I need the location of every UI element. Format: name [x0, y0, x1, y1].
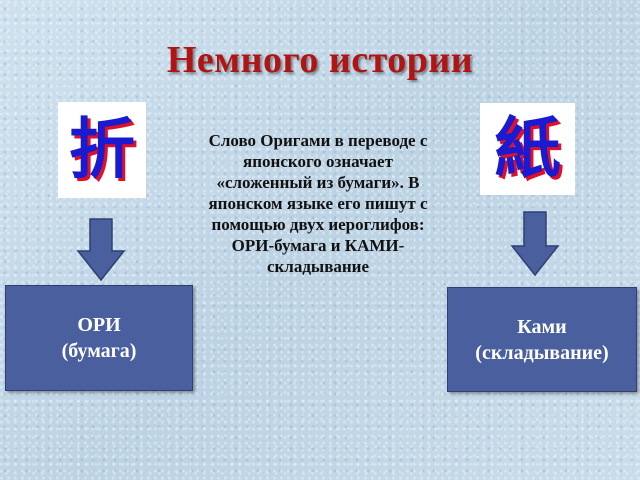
kami-meaning: (складывание)	[475, 341, 609, 364]
origami-description: Слово Оригами в переводе с японского озн…	[208, 131, 428, 276]
ori-box: ОРИ (бумага)	[5, 285, 193, 391]
kanji-kami: 紙	[494, 110, 561, 187]
ori-label: ОРИ	[77, 314, 121, 336]
down-arrow-icon	[76, 218, 126, 282]
kami-box: Ками (складывание)	[447, 287, 637, 392]
kanji-ori-image: 折	[58, 102, 146, 198]
ori-meaning: (бумага)	[61, 340, 137, 362]
slide-title: Немного истории	[166, 39, 474, 81]
kami-label: Ками	[517, 315, 567, 338]
kanji-ori: 折	[69, 111, 135, 188]
down-arrow-icon	[510, 211, 560, 277]
kanji-kami-image: 紙	[480, 103, 575, 195]
